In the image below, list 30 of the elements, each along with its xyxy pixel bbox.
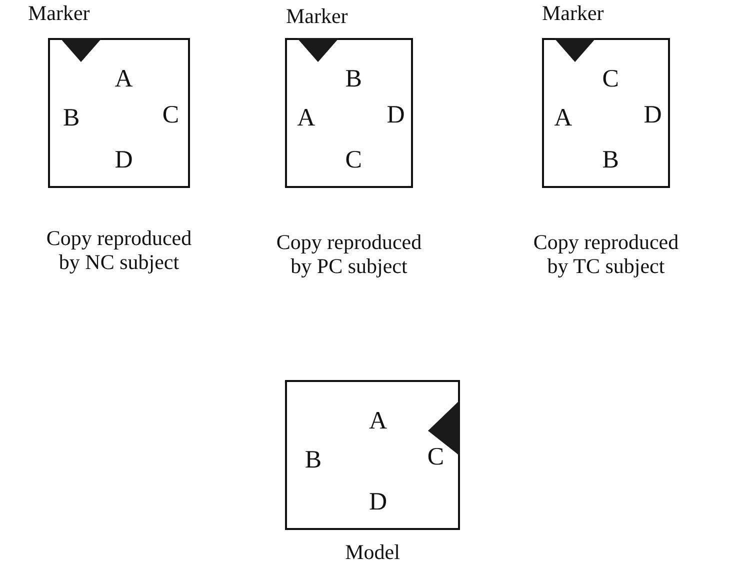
letter: A — [114, 66, 133, 92]
node-label: Model — [344, 540, 401, 564]
node-label: Marker — [542, 3, 604, 24]
figure-box — [542, 38, 670, 188]
letter: D — [644, 102, 662, 128]
figure-box — [48, 38, 190, 188]
letter: B — [345, 66, 362, 92]
letter: C — [602, 66, 619, 92]
letter: D — [368, 490, 388, 514]
letter: A — [554, 106, 572, 130]
marker-triangle — [297, 38, 339, 62]
marker-triangle — [554, 38, 596, 62]
node-label: Copy reproduced by TC subject — [532, 230, 680, 278]
letter: C — [427, 444, 444, 470]
marker-triangle — [60, 38, 102, 62]
letter: D — [386, 102, 405, 128]
letter: A — [368, 408, 388, 434]
figure-box — [285, 38, 413, 188]
letter: C — [162, 102, 180, 128]
letter: C — [345, 148, 362, 172]
node-label: Copy reproduced by PC subject — [275, 230, 423, 278]
letter: D — [114, 148, 133, 172]
letter: B — [304, 448, 322, 472]
figure-box — [285, 380, 460, 530]
letter: B — [62, 106, 80, 130]
letter: A — [297, 106, 316, 130]
node-label: Marker — [28, 3, 90, 24]
letter: B — [602, 148, 619, 172]
node-label: Copy reproduced by NC subject — [45, 226, 193, 274]
node-label: Marker — [286, 6, 348, 27]
